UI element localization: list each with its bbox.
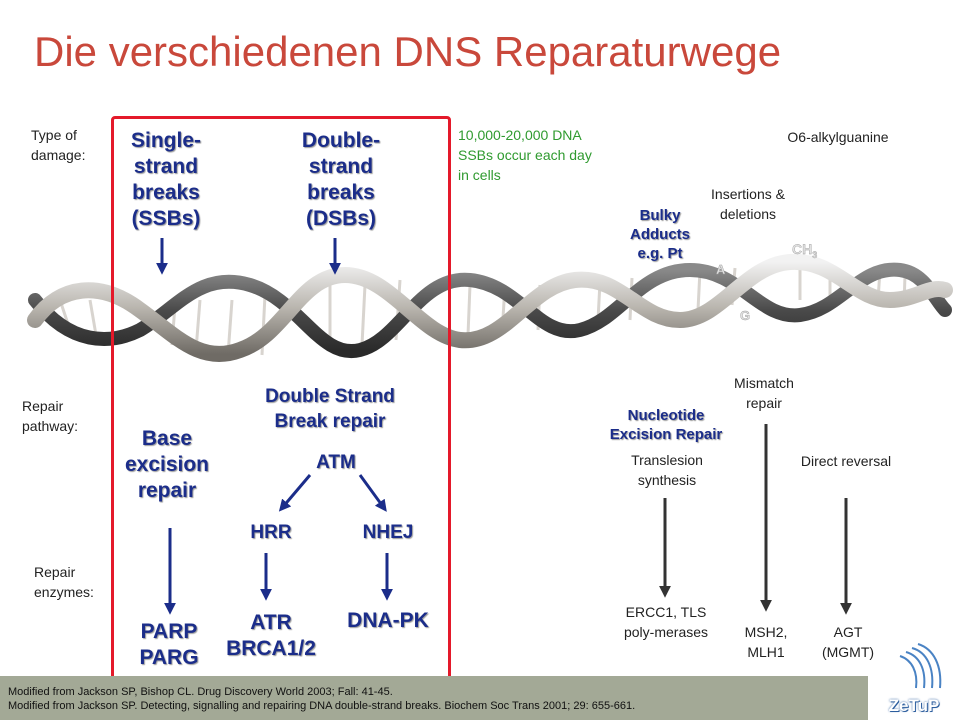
helix-label-a: A [716,262,726,277]
helix-label-g: G [740,308,750,323]
enzyme-msh2-mlh1: MSH2, MLH1 [744,624,788,660]
pathway-atm: ATM [316,452,356,473]
footer-citation-1: Modified from Jackson SP, Bishop CL. Dru… [8,686,393,698]
label-type-of-damage: Type of damage: [31,127,86,163]
enzyme-agt-mgmt: AGT (MGMT) [821,624,875,660]
zetup-logo-icon [899,643,942,689]
pathway-dsb-repair: Double Strand Break repair [265,386,395,432]
pathway-hrr: HRR [250,522,292,543]
page-title: Die verschiedenen DNS Reparaturwege [34,28,782,75]
helix-back-strand [28,262,952,359]
footer-citation-2: Modified from Jackson SP. Detecting, sig… [8,700,636,712]
enzyme-parp-parg: PARP PARG [139,620,199,669]
pathway-nucleotide-excision-repair: Nucleotide Excision Repair [609,407,723,443]
helix-label-ch3: CH3 [792,241,817,260]
enzyme-atr-brca: ATR BRCA1/2 [226,611,316,660]
pathway-translesion-synthesis: Translesion synthesis [631,452,703,488]
enzyme-dna-pk: DNA-PK [347,609,429,632]
damage-insertions-deletions: Insertions & deletions [711,186,785,222]
damage-o6-alkylguanine: O6-alkylguanine [787,129,889,145]
pathway-nhej: NHEJ [362,522,414,543]
pathway-base-excision-repair: Base excision repair [124,427,210,502]
pathway-direct-reversal: Direct reversal [800,453,892,469]
zetup-logo-text: ZeTuP [888,696,940,715]
zetup-logo: ZeTuP [872,640,954,718]
enzyme-ercc1-tls: ERCC1, TLS poly-merases [623,604,709,640]
ssb-frequency-note: 10,000-20,000 DNA SSBs occur each day in… [458,127,592,183]
helix-front-strand [27,253,953,362]
damage-dsb: Double-strand breaks (DSBs) [301,129,381,230]
footer-citations: Modified from Jackson SP, Bishop CL. Dru… [8,685,635,713]
label-repair-enzymes: Repair enzymes: [34,564,94,600]
pathway-mismatch-repair: Mismatch repair [734,375,794,411]
arrow-atm-hrr [278,474,312,512]
footer-bar [0,676,868,720]
damage-ssb: Single-strand breaks (SSBs) [130,129,201,230]
damage-bulky-adducts: Bulky Adducts e.g. Pt [630,207,690,262]
arrow-atm-nhej [358,474,387,512]
label-repair-pathway: Repair pathway: [22,398,79,434]
